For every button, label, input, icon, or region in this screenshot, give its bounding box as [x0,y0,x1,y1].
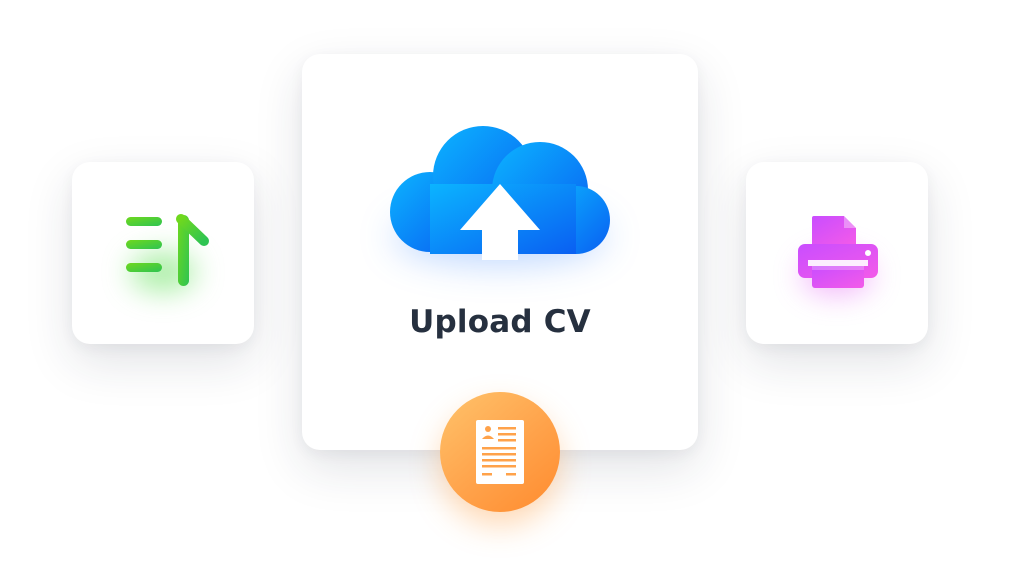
upload-cv-card[interactable]: Upload CV [302,54,698,450]
upload-cv-title: Upload CV [409,304,591,340]
sort-ascending-icon [126,214,209,286]
sort-card[interactable] [72,162,254,344]
resume-document-icon [476,420,524,484]
print-card[interactable] [746,162,928,344]
cloud-upload-icon [390,126,610,260]
printer-icon [798,216,878,288]
resume-badge[interactable] [440,392,560,512]
